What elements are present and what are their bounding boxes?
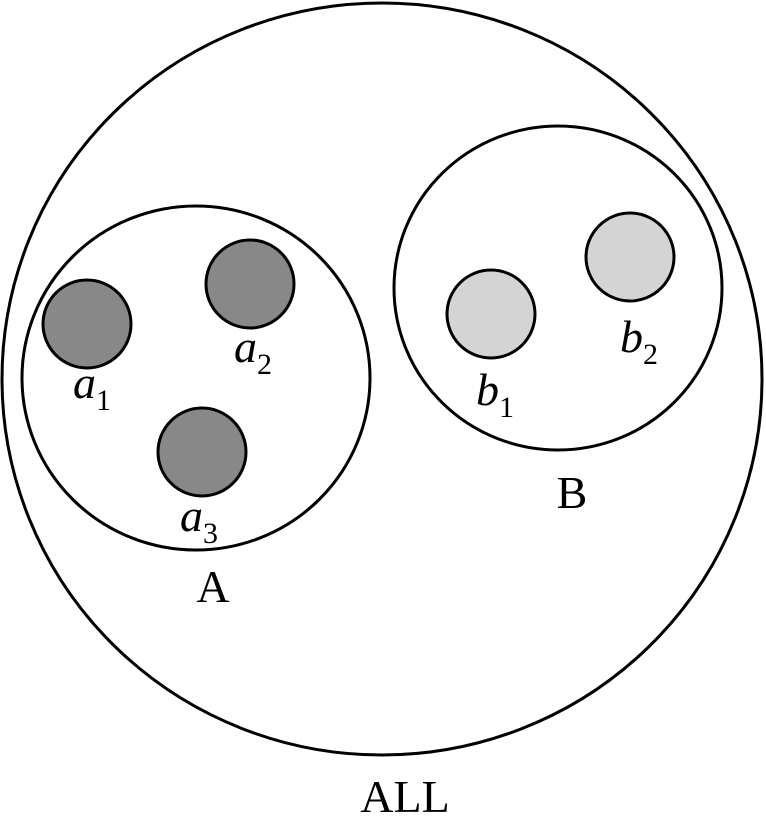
element-a2-circle [204,238,296,330]
element-a3-label: a3 [180,490,218,550]
set-b-circle [392,124,724,452]
element-b1-circle [445,268,537,360]
element-a1-label: a1 [73,357,111,417]
set-a-label: A [196,561,229,612]
element-b2-label: b2 [620,311,658,371]
element-a3-circle [156,406,248,498]
universe-circle [0,1,764,757]
element-a2-label: a2 [234,321,272,381]
element-b2-circle [584,211,676,303]
universe-label: ALL [360,771,449,822]
set-b-label: B [557,467,588,518]
set-a-circle [20,204,372,552]
element-b1-label: b1 [476,364,514,424]
element-a1-circle [41,278,133,370]
